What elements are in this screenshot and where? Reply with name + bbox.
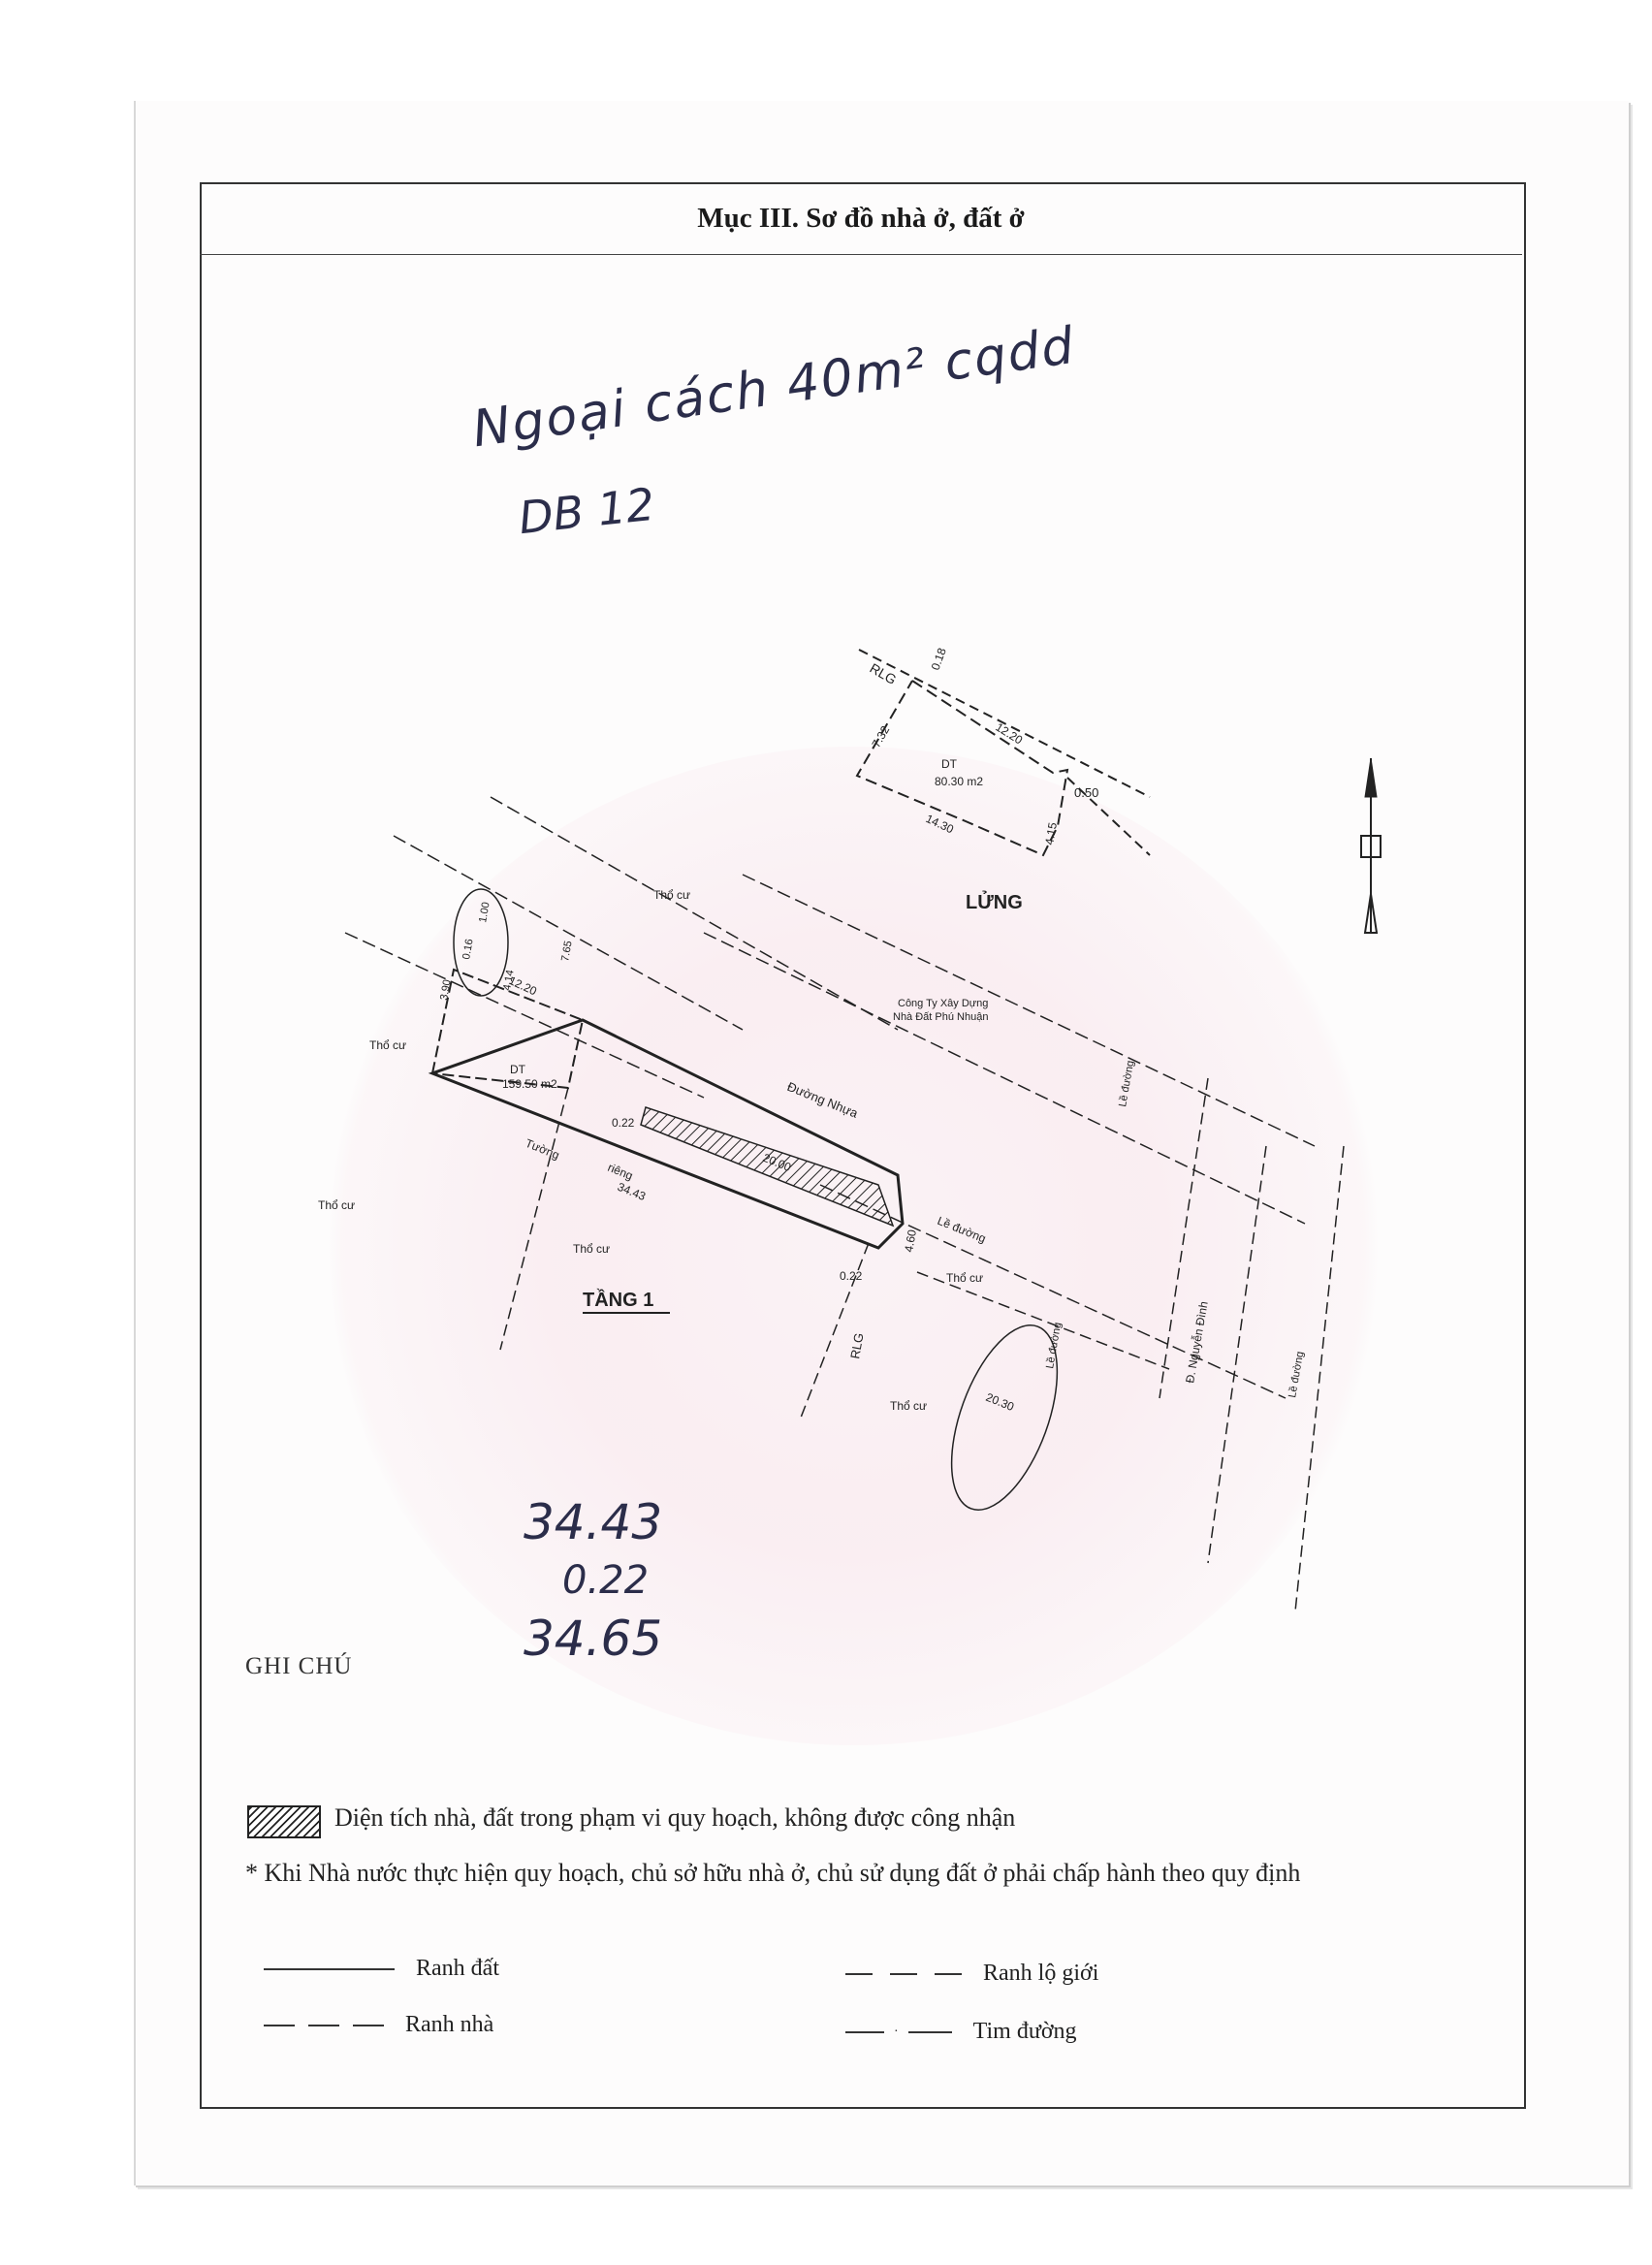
road-line-3	[819, 1184, 1287, 1399]
legend-tim-duong: · Tim đường	[845, 2019, 1077, 2045]
tho-cu-label-5: Thổ cư	[946, 1271, 983, 1285]
ground-floor-label: TẦNG 1	[583, 1289, 653, 1311]
legend-ranh-nha: Ranh nhà	[264, 2012, 493, 2038]
legend-ranh-lo-gioi-label: Ranh lộ giới	[983, 1961, 1099, 1986]
rlg-line-top	[858, 649, 1151, 798]
mezz-dim-3: 7.32	[869, 723, 892, 750]
le-duong-label-1: Lề đường	[936, 1214, 988, 1246]
mezz-dim-5: 4.15	[1042, 821, 1060, 846]
street-line-1	[1159, 1077, 1209, 1399]
legend-ranh-lo-gioi: Ranh lộ giới	[845, 1961, 1098, 1987]
ground-dim-9: 1.00	[477, 901, 492, 923]
mezzanine-plan	[855, 649, 1151, 857]
street-line-3	[1294, 1145, 1345, 1611]
street-line-2	[1207, 1145, 1267, 1564]
planning-note-text: * Khi Nhà nước thực hiện quy hoạch, chủ …	[245, 1859, 1301, 1887]
ground-dim-6: 4.60	[902, 1228, 919, 1254]
mezz-dim-6: 0.50	[1074, 785, 1098, 800]
company-label-2: Nhà Đất Phú Nhuận	[893, 1011, 988, 1023]
dashed-line-swatch	[264, 2024, 384, 2026]
parcel-line-d	[916, 1271, 1170, 1370]
planning-hatch-area	[640, 1106, 895, 1228]
hatch-legend-text: Diện tích nhà, đất trong phạm vi quy hoạ…	[334, 1803, 1016, 1832]
calc-line-3: 34.65	[524, 1611, 663, 1667]
tho-cu-label-1: Thổ cư	[653, 888, 690, 902]
hatch-legend-swatch	[247, 1805, 321, 1838]
ground-dim-4: 0.22	[612, 1116, 635, 1130]
ground-dim-5: 0.22	[840, 1269, 863, 1283]
mezzanine-outline	[855, 680, 1069, 857]
document-sheet	[134, 101, 1629, 2185]
dash-line-swatch	[845, 1972, 962, 1975]
tho-cu-label-6: Thổ cư	[890, 1399, 927, 1413]
mezz-area: 80.30 m2	[935, 775, 983, 788]
mezzanine-edge	[1066, 777, 1151, 856]
boundary-line-c	[344, 932, 705, 1099]
calc-line-1: 34.43	[524, 1494, 663, 1550]
tho-cu-label-4: Thổ cư	[573, 1242, 610, 1256]
boundary-line-b	[490, 796, 899, 1031]
le-duong-label-3: Lề đường	[1044, 1322, 1064, 1370]
ground-dim-8: 7.65	[559, 940, 575, 962]
ground-dim-7: 4.14	[501, 969, 517, 991]
north-arrow-icon	[1360, 757, 1382, 934]
rlg-label-top: RLG	[868, 660, 900, 687]
mezz-area-label: DT	[941, 757, 958, 771]
ground-dim-10: 0.16	[461, 938, 476, 960]
rlg-line-bottom	[800, 1242, 870, 1419]
handwritten-circle-2	[950, 1324, 1059, 1511]
boundary-line-a	[393, 835, 744, 1031]
dim-2030-label: 20.30	[984, 1390, 1016, 1414]
ground-front-outline	[430, 968, 585, 1090]
legend-ranh-dat-label: Ranh đất	[416, 1956, 499, 1981]
tho-cu-label-3: Thổ cư	[318, 1198, 355, 1212]
notes-title: GHI CHÚ	[245, 1653, 353, 1679]
solid-line-swatch	[264, 1967, 395, 1970]
mezzanine-label: LỬNG	[966, 890, 1023, 913]
ground-dim-11: 3.90	[438, 978, 454, 1001]
site-plan-drawing: RLG 0.18 12.20 7.32 14.30 4.15 0.50 DT 8…	[318, 646, 1382, 1611]
street-name-label: Đ. Nguyễn Đình	[1182, 1300, 1211, 1385]
legend-ranh-dat: Ranh đất	[264, 1956, 499, 1982]
document-frame	[200, 182, 1526, 2109]
parcel-line-e	[499, 1087, 569, 1351]
ground-area: 159.50 m2	[502, 1077, 557, 1091]
rlg-label-bottom: RLG	[847, 1332, 866, 1360]
section-header: Mục III. Sơ đồ nhà ở, đất ở	[200, 182, 1522, 255]
company-label-1: Công Ty Xây Dựng	[898, 998, 988, 1009]
le-duong-label-4: Lề đường	[1287, 1351, 1306, 1399]
duong-nhua-label: Đường Nhựa	[785, 1079, 861, 1121]
road-line-1	[703, 932, 1306, 1225]
road-line-2	[742, 874, 1316, 1147]
handwritten-circle-1	[453, 888, 509, 997]
calc-line-2: 0.22	[562, 1558, 650, 1603]
watermark-seal	[320, 747, 1386, 1745]
ground-dim-3: 34.43	[616, 1180, 648, 1203]
le-duong-label-2: Lề đường	[1117, 1060, 1136, 1108]
tuong-label: Tường	[524, 1136, 561, 1163]
legend-tim-duong-label: Tim đường	[972, 2019, 1077, 2044]
tho-cu-label-2: Thổ cư	[369, 1038, 406, 1052]
ground-floor-plan	[344, 796, 1345, 1611]
handwritten-calculation: 34.43 0.22 34.65	[524, 1493, 662, 1668]
legend-ranh-nha-label: Ranh nhà	[405, 2012, 494, 2037]
ground-area-label: DT	[510, 1063, 526, 1076]
mezz-dim-1: 0.18	[929, 646, 949, 672]
ground-land-outline	[428, 1018, 905, 1250]
dash-dot-line-swatch: ·	[845, 2025, 952, 2040]
section-title: Mục III. Sơ đồ nhà ở, đất ở	[697, 202, 1025, 234]
